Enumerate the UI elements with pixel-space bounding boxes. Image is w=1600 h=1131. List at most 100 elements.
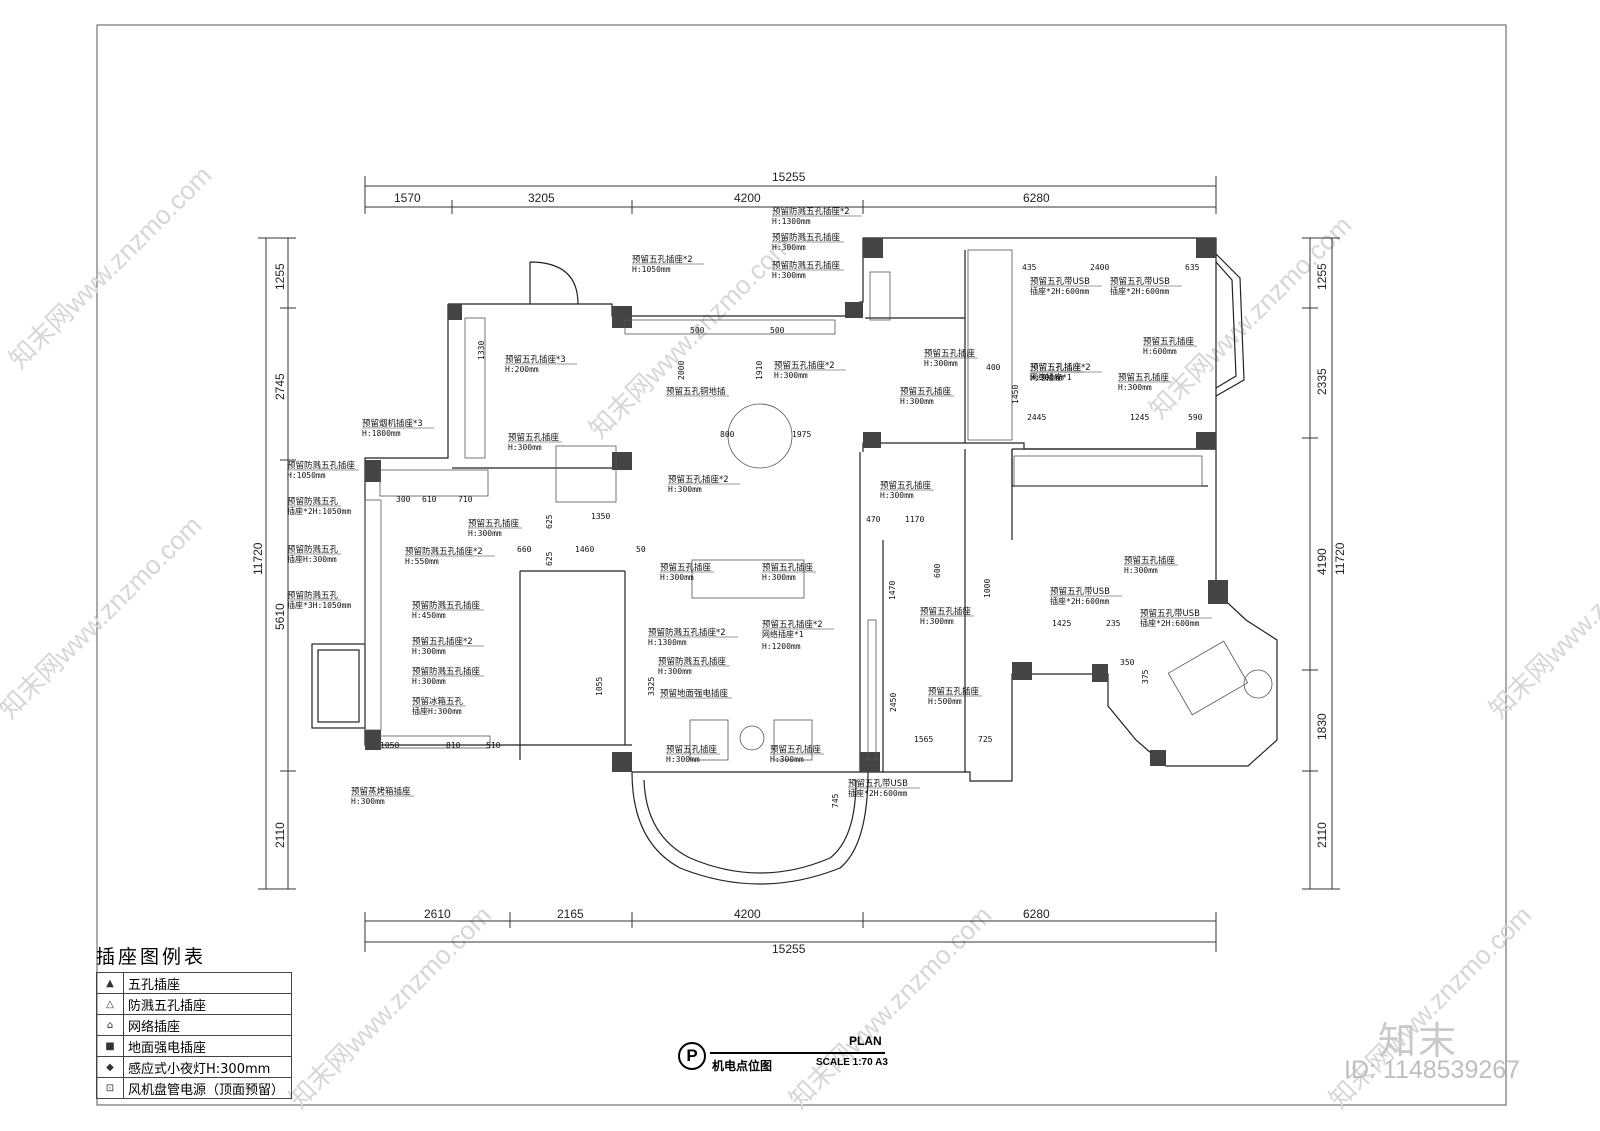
annotation-subtext: H:1300mm xyxy=(772,217,811,226)
annotation-subtext: H:300mm xyxy=(924,359,958,368)
annotation-text: 预留五孔插座*2 xyxy=(632,254,693,265)
annotation-text: 预留五孔插座 xyxy=(468,518,520,529)
legend-row: ◆感应式小夜灯H:300mm xyxy=(96,1056,292,1078)
annotation-subtext: H:300mm xyxy=(900,397,934,406)
annotation-text: 预留蒸烤箱插座 xyxy=(351,786,411,797)
annotation-subtext: H:300mm xyxy=(666,755,700,764)
annotation-layer: 预留五孔插座*2H:1050mm预留防溅五孔插座*2H:1300mm预留防溅五孔… xyxy=(287,206,1212,806)
legend-row: △防溅五孔插座 xyxy=(96,993,292,1015)
inner-dim: 2450 xyxy=(889,693,898,712)
inner-dim: 625 xyxy=(545,514,554,529)
inner-dim: 1170 xyxy=(905,515,924,524)
inner-dim: 600 xyxy=(933,563,942,578)
annotation-text: 预留五孔插座 xyxy=(920,606,972,617)
annotation-subtext: H:1200mm xyxy=(762,642,801,651)
legend-row: ⌂网络插座 xyxy=(96,1014,292,1036)
dim-top-total: 15255 xyxy=(772,170,806,184)
dim-bottom-seg: 2165 xyxy=(557,907,584,921)
fixtures xyxy=(364,249,1273,761)
annotation-text: 预留五孔带USB xyxy=(1140,608,1200,619)
inner-dim: 590 xyxy=(1188,413,1203,422)
network-outlet-icon: ⌂ xyxy=(96,1014,124,1036)
annotation-subtext: 插座*2H:600mm xyxy=(848,788,908,798)
annotation-text: 预留五孔带USB xyxy=(848,778,908,789)
legend-label: 网络插座 xyxy=(123,1014,292,1036)
annotation-text: 预留五孔插座*2 xyxy=(412,636,473,647)
dimension-lines xyxy=(258,176,1340,952)
inner-dim: 2445 xyxy=(1027,413,1046,422)
outlet-annotation: 预留五孔插座*2H:300mm xyxy=(412,636,484,656)
dim-bottom-total: 15255 xyxy=(772,942,806,956)
inner-dim: 1000 xyxy=(983,579,992,598)
outlet-annotation: 预留烟机插座*3H:1800mm xyxy=(362,418,434,438)
annotation-subtext: H:1050mm xyxy=(287,471,326,480)
dim-right-seg: 4190 xyxy=(1315,548,1329,575)
dim-left-seg: 2745 xyxy=(273,373,287,400)
watermark-text: 知末网www.znzmo.com xyxy=(1483,510,1600,724)
annotation-subtext: H:300mm xyxy=(468,529,502,538)
annotation-text: 预留五孔插座*2 xyxy=(774,360,835,371)
annotation-subtext: H:300mm xyxy=(412,647,446,656)
legend-table: ▲五孔插座 △防溅五孔插座 ⌂网络插座 ■地面强电插座 ◆感应式小夜灯H:300… xyxy=(96,972,292,1099)
outlet-annotation: 预留五孔插座*2H:300mm xyxy=(668,474,740,494)
outlet-annotation: 预留防溅五孔插座*2H:1300mm xyxy=(772,206,862,226)
dim-top-seg: 1570 xyxy=(394,191,421,205)
outlet-annotation: 预留防溅五孔插座*2H:1300mm xyxy=(648,627,738,647)
night-light-icon: ◆ xyxy=(96,1056,124,1078)
annotation-text: 预留防溅五孔插座 xyxy=(772,232,841,243)
watermark-text: 知末网www.znzmo.com xyxy=(283,900,497,1114)
legend-title: 插座图例表 xyxy=(96,946,207,968)
annotation-text: 预留五孔带USB xyxy=(1110,276,1170,287)
splash-outlet-icon: △ xyxy=(96,993,124,1015)
annotation-subtext: H:200mm xyxy=(505,365,539,374)
legend-row: ■地面强电插座 xyxy=(96,1035,292,1057)
annotation-text: 预留防溅五孔 xyxy=(287,496,339,507)
outlet-annotation: 预留五孔铜地插 xyxy=(666,386,729,397)
annotation-text: 预留五孔带USB xyxy=(1050,586,1110,597)
inner-dim: 2000 xyxy=(677,361,686,380)
annotation-text: 预留防溅五孔插座 xyxy=(287,460,356,471)
inner-dim: 300 xyxy=(396,495,411,504)
annotation-subtext: H:1300mm xyxy=(648,638,687,647)
inner-dim: 1350 xyxy=(591,512,610,521)
dim-right-seg: 2335 xyxy=(1315,368,1329,395)
annotation-subtext: H:300mm xyxy=(1124,566,1158,575)
dim-top-seg: 6280 xyxy=(1023,191,1050,205)
dim-top-seg: 4200 xyxy=(734,191,761,205)
inner-dim: 725 xyxy=(978,735,993,744)
annotation-subtext: H:300mm xyxy=(508,443,542,452)
annotation-subtext: H:1050mm xyxy=(632,265,671,274)
annotation-text: 预留防溅五孔插座*2 xyxy=(772,206,850,217)
inner-dim: 2400 xyxy=(1090,263,1109,272)
inner-dim: 710 xyxy=(458,495,473,504)
annotation-subtext: H:300mm xyxy=(880,491,914,500)
dim-left-seg: 1255 xyxy=(273,263,287,290)
inner-dim: 510 xyxy=(486,741,501,750)
structural-columns xyxy=(365,238,1228,772)
annotation-text: 预留五孔插座 xyxy=(762,562,814,573)
inner-dim: 1055 xyxy=(595,677,604,696)
legend-label: 风机盘管电源（顶面预留） xyxy=(123,1077,292,1099)
brand-watermark: 知末 xyxy=(1378,1019,1459,1063)
outlet-annotation: 预留五孔插座*3H:200mm xyxy=(505,354,577,374)
annotation-text: 预留防溅五孔插座 xyxy=(412,600,481,611)
dim-right-seg: 1255 xyxy=(1315,263,1329,290)
annotation-subtext: H:300mm xyxy=(772,243,806,252)
annotation-subtext: H:300mm xyxy=(770,755,804,764)
annotation-text: 预留五孔带USB xyxy=(1030,276,1090,287)
inner-dim: 800 xyxy=(720,430,735,439)
inner-dim: 1910 xyxy=(755,361,764,380)
